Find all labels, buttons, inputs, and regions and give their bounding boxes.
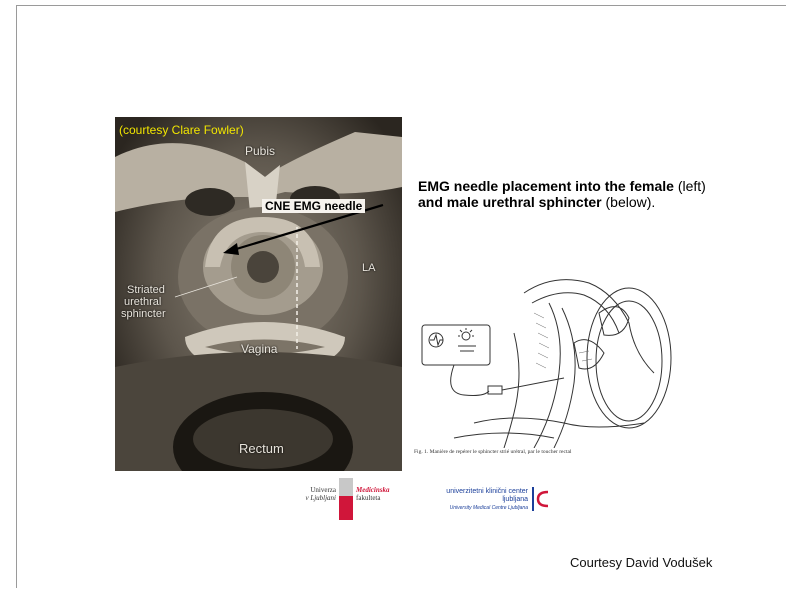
university-crest-icon [339, 478, 353, 496]
ukc-name-line2: ljubljana [446, 496, 528, 504]
caption-normal-1: (left) [674, 178, 706, 194]
slide-caption: EMG needle placement into the female (le… [418, 178, 708, 210]
ukc-name: univerzitetni klinični center ljubljana … [446, 488, 528, 512]
label-pubis: Pubis [245, 145, 275, 157]
label-rectum: Rectum [239, 443, 284, 455]
drawing-figure-caption: Fig. 1. Manière de repérer le sphincter … [414, 449, 571, 455]
university-name: Univerza v Ljubljani [288, 486, 336, 502]
female-anatomy-photo: (courtesy Clare Fowler) Pubis CNE EMG ne… [115, 117, 402, 471]
ukc-emblem-icon [530, 487, 550, 511]
caption-normal-2: (below). [602, 194, 656, 210]
footer-courtesy: Courtesy David Vodušek [570, 555, 712, 570]
ukc-name-line3: University Medical Centre Ljubljana [446, 504, 528, 512]
medical-faculty-line1: Medicinska [356, 486, 389, 494]
label-urethral: urethral [124, 296, 161, 308]
line-drawing-illustration [414, 273, 678, 448]
caption-bold-2: and male urethral sphincter [418, 194, 602, 210]
photo-courtesy-label: (courtesy Clare Fowler) [119, 123, 244, 137]
medicine-faculty-red-block [339, 496, 353, 520]
ukc-name-line1: univerzitetni klinični center [446, 488, 528, 496]
label-striated: Striated [127, 284, 165, 296]
caption-bold-1: EMG needle placement into the female [418, 178, 674, 194]
medical-faculty-line2: fakulteta [356, 494, 389, 502]
university-name-line2: v Ljubljani [288, 494, 336, 502]
label-sphincter: sphincter [121, 308, 166, 320]
university-ljubljana-logo: Univerza v Ljubljani Medicinska fakultet… [288, 478, 416, 524]
university-name-line1: Univerza [288, 486, 336, 494]
ukc-ljubljana-logo: univerzitetni klinični center ljubljana … [420, 484, 560, 524]
label-la: LA [362, 262, 375, 274]
medical-faculty-name: Medicinska fakulteta [356, 486, 389, 502]
label-cne-emg-needle: CNE EMG needle [262, 199, 365, 213]
label-vagina: Vagina [241, 343, 277, 355]
male-anatomy-drawing: Fig. 1. Manière de repérer le sphincter … [414, 273, 678, 461]
